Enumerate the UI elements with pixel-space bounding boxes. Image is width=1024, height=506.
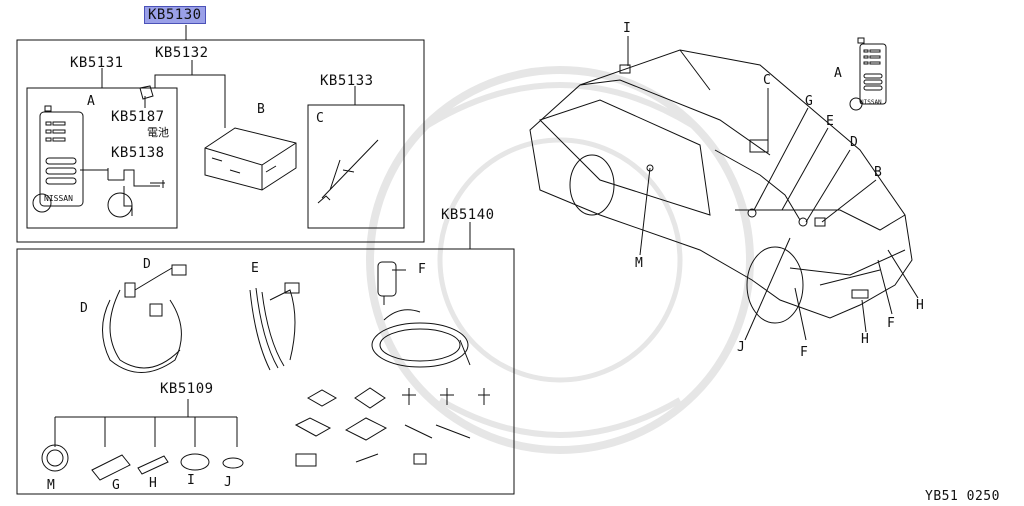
switch-cable-f	[371, 261, 471, 368]
fitting-part-g	[91, 454, 131, 481]
remote-control-a-small	[849, 37, 887, 111]
callout-a: A	[87, 94, 95, 109]
callout-f-car: F	[800, 345, 808, 360]
callout-b-car: B	[874, 165, 882, 180]
callout-h-car-right: H	[916, 298, 924, 313]
code-kb5109[interactable]: KB5109	[160, 381, 214, 397]
fitting-part-j	[222, 457, 244, 469]
code-kb5131[interactable]: KB5131	[70, 55, 124, 71]
callout-j-bottom: J	[224, 475, 232, 490]
callout-m-car: M	[635, 256, 643, 271]
fittings	[294, 387, 490, 467]
code-kb5132[interactable]: KB5132	[155, 45, 209, 61]
callout-d-left: D	[80, 301, 88, 316]
fitting-part-i	[180, 453, 210, 471]
car-illustration	[529, 49, 913, 324]
callout-b: B	[257, 102, 265, 117]
callout-j-car: J	[737, 340, 745, 355]
watermark-crest	[366, 66, 754, 454]
callout-g-car: G	[805, 94, 813, 109]
code-kb5187[interactable]: KB5187	[111, 109, 165, 125]
callout-d-top: D	[143, 257, 151, 272]
code-kb5138[interactable]: KB5138	[111, 145, 165, 161]
antenna-c	[317, 139, 379, 204]
harness-d	[102, 264, 187, 373]
leader-lines	[54, 25, 471, 447]
callout-a-car: A	[834, 66, 842, 81]
car-leader-lines	[627, 36, 919, 341]
battery-icon	[139, 85, 154, 100]
callout-h-bottom: H	[149, 476, 157, 491]
code-kb5140[interactable]: KB5140	[441, 207, 495, 223]
kit-box-c	[307, 104, 405, 229]
callout-i-car: I	[623, 21, 631, 36]
fitting-part-m	[41, 444, 69, 472]
code-kb5130[interactable]: KB5130	[144, 6, 206, 24]
fitting-part-h	[137, 455, 169, 475]
control-unit-b	[204, 127, 297, 191]
callout-i-bottom: I	[187, 473, 195, 488]
remote-holder-ring	[80, 168, 165, 218]
callout-h-car: H	[861, 332, 869, 347]
harness-e	[249, 282, 300, 371]
remote-brand-label: NISSAN	[44, 194, 73, 203]
callout-f: F	[418, 262, 426, 277]
battery-label: 電池	[147, 126, 169, 139]
callout-d-car: D	[850, 135, 858, 150]
harness-box	[16, 248, 515, 495]
callout-g-bottom: G	[112, 478, 120, 493]
remote-control-a	[32, 105, 84, 213]
callout-c-car: C	[763, 73, 771, 88]
callout-e-car: E	[826, 114, 834, 129]
figure-number: YB51 0250	[925, 489, 1000, 504]
callout-f-car-right: F	[887, 316, 895, 331]
code-kb5133[interactable]: KB5133	[320, 73, 374, 89]
callout-c: C	[316, 111, 324, 126]
callout-m-bottom: M	[47, 478, 55, 493]
kit-box-outer	[16, 39, 425, 243]
remote-brand-label-small: NISSAN	[860, 99, 882, 106]
callout-e: E	[251, 261, 259, 276]
